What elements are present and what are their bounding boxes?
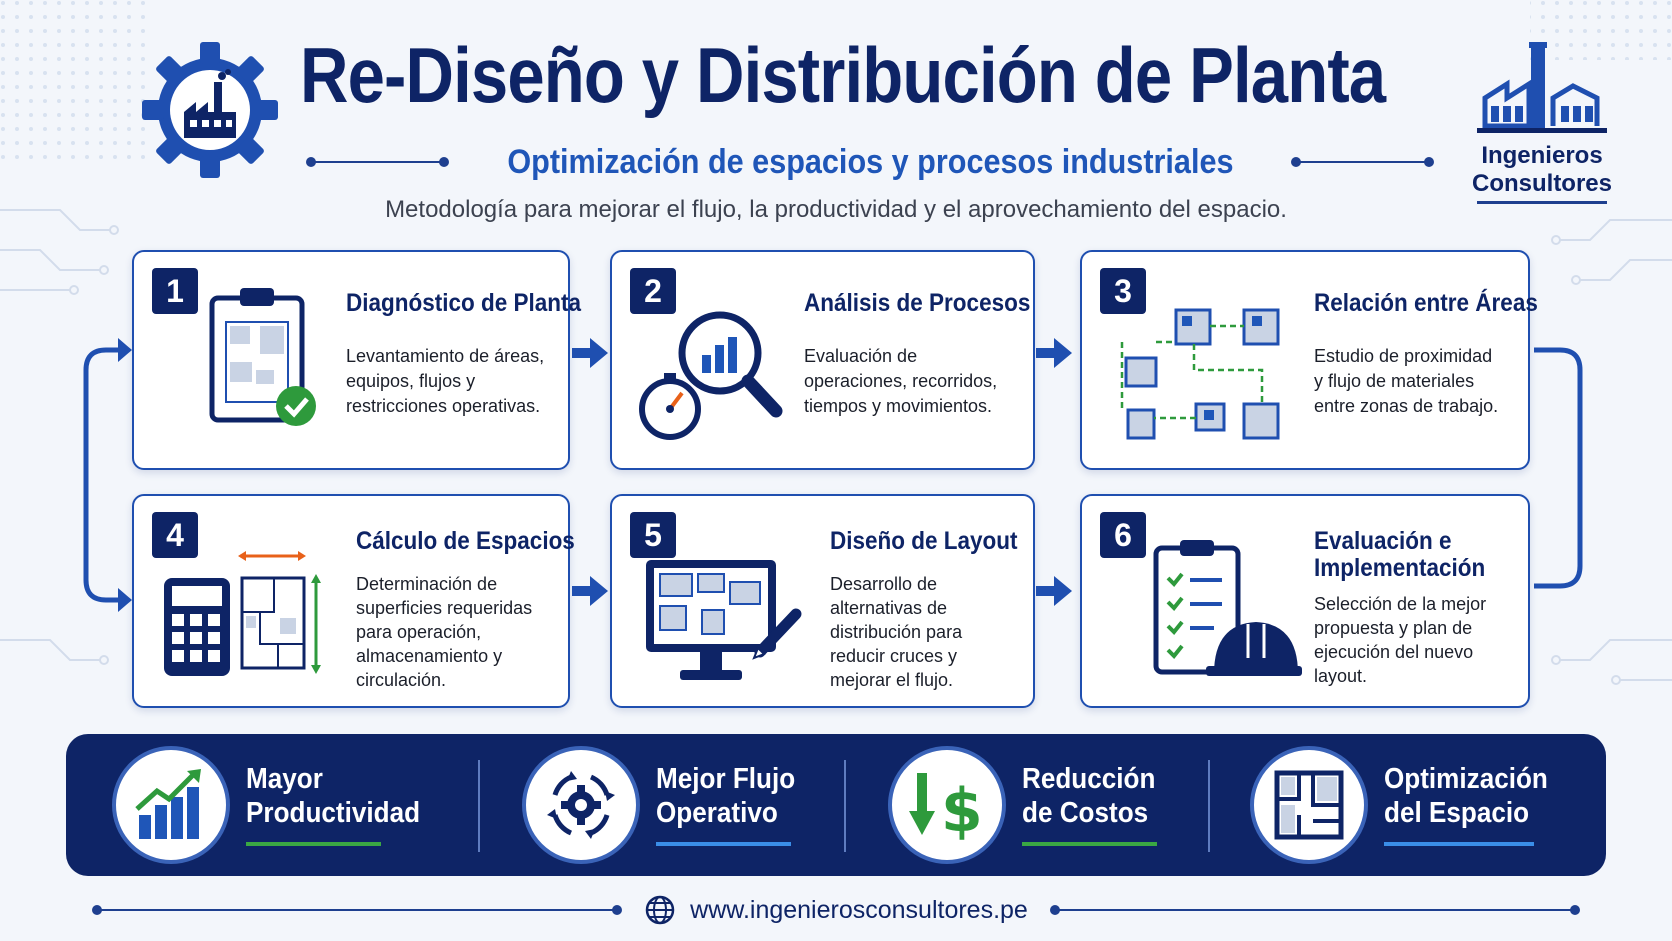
- step-number: 4: [152, 512, 198, 558]
- subtitle-line-left: [306, 157, 449, 167]
- benefit-label-line1: Mayor: [246, 763, 323, 795]
- footer-line-right: [1049, 905, 1581, 915]
- band-divider: [1208, 760, 1210, 852]
- benefit-costs: $ Reducción de Costos: [888, 734, 1208, 876]
- floor-plan-icon: [1274, 770, 1344, 840]
- area-relationship-icon: [1120, 308, 1280, 440]
- step-card-4: 4 Cálculo de Espacios Determinación de s…: [132, 494, 575, 708]
- step-title: Diagnóstico de Planta: [346, 289, 582, 317]
- subtitle-line-right: [1291, 157, 1434, 167]
- brand-name-line1: Ingenieros: [1481, 142, 1603, 169]
- step-card-6: 6 Evaluación e Implementación Selección …: [1080, 494, 1530, 708]
- growth-chart-icon: [135, 769, 201, 839]
- step-title: Cálculo de Espacios: [356, 527, 575, 555]
- band-divider: [478, 760, 480, 852]
- arrow-right-icon: [1036, 338, 1072, 368]
- step-card-5: 5 Diseño de Layout Desarrollo de alterna…: [610, 494, 1035, 708]
- band-divider: [844, 760, 846, 852]
- step-description: Estudio de proximidad y flujo de materia…: [1314, 346, 1499, 416]
- arrow-right-icon: [1036, 576, 1072, 606]
- benefit-label-line2: Productividad: [246, 797, 421, 829]
- benefit-icon-circle: [112, 746, 230, 864]
- step-description: Desarrollo de alternativas de distribuci…: [830, 574, 963, 690]
- loop-connector-left: [83, 338, 132, 612]
- step-number: 1: [152, 268, 198, 314]
- step-card-2: 2 Análisis de Procesos Evaluación de ope…: [610, 250, 1035, 470]
- page-title: Re-Diseño y Distribución de Planta: [300, 31, 1386, 119]
- benefit-label: Mayor Productividad: [246, 762, 420, 830]
- benefit-label-line2: del Espacio: [1384, 797, 1530, 829]
- step-description: Levantamiento de áreas, equipos, flujos …: [346, 346, 545, 416]
- step-description: Selección de la mejor propuesta y plan d…: [1314, 594, 1487, 686]
- step-number: 6: [1100, 512, 1146, 558]
- step-number: 5: [630, 512, 676, 558]
- svg-text:$: $: [941, 776, 983, 845]
- benefit-label-line2: de Costos: [1022, 797, 1149, 829]
- footer-website[interactable]: www.ingenierosconsultores.pe: [618, 894, 1054, 926]
- arrow-right-icon: [572, 338, 608, 368]
- step-description: Evaluación de operaciones, recorridos, t…: [804, 346, 998, 416]
- loop-connector-right: [1534, 347, 1583, 589]
- step-title: Relación entre Áreas: [1314, 289, 1538, 317]
- benefit-flow: Mejor Flujo Operativo: [522, 734, 842, 876]
- benefit-icon-circle: [522, 746, 640, 864]
- tagline: Metodología para mejorar el flujo, la pr…: [385, 196, 1287, 223]
- gear-cycle-icon: [547, 771, 615, 839]
- step-title: Evaluación e Implementación: [1314, 527, 1486, 582]
- step-description: Determinación de superficies requeridas …: [356, 574, 533, 690]
- benefit-label-line1: Optimización: [1384, 763, 1548, 795]
- benefit-icon-circle: $: [888, 746, 1006, 864]
- checklist-helmet-icon: [1153, 540, 1302, 676]
- cost-down-icon: $: [909, 773, 983, 845]
- benefit-productivity: Mayor Productividad: [112, 734, 432, 876]
- brand-logo: Ingenieros Consultores: [1462, 36, 1622, 216]
- benefit-label-line2: Operativo: [656, 797, 778, 829]
- benefit-label-line1: Mejor Flujo: [656, 763, 796, 795]
- benefit-underline: [1384, 842, 1534, 846]
- computer-layout-icon: [646, 560, 802, 680]
- benefit-label: Mejor Flujo Operativo: [656, 762, 795, 830]
- benefit-underline: [246, 842, 381, 846]
- factory-building-icon: [1477, 42, 1607, 133]
- globe-icon: [645, 895, 675, 925]
- clipboard-check-icon: [209, 288, 316, 426]
- benefit-icon-circle: [1250, 746, 1368, 864]
- magnifier-stopwatch-icon: [639, 311, 783, 440]
- step-number: 3: [1100, 268, 1146, 314]
- page-subtitle: Optimización de espacios y procesos indu…: [506, 142, 1234, 181]
- subtitle-row: Optimización de espacios y procesos indu…: [306, 140, 1434, 184]
- benefit-space: Optimización del Espacio: [1250, 734, 1590, 876]
- step-card-3: 3 Relación entre Áreas Estudio de proxim…: [1080, 250, 1538, 470]
- step-title: Diseño de Layout: [830, 527, 1018, 555]
- benefit-label: Optimización del Espacio: [1384, 762, 1548, 830]
- footer: www.ingenierosconsultores.pe: [91, 890, 1581, 930]
- benefit-label: Reducción de Costos: [1022, 762, 1155, 830]
- website-url[interactable]: www.ingenierosconsultores.pe: [690, 895, 1028, 924]
- benefit-label-line1: Reducción: [1022, 763, 1156, 795]
- step-number: 2: [630, 268, 676, 314]
- gear-factory-icon: [142, 42, 278, 178]
- step-title: Análisis de Procesos: [804, 289, 1031, 317]
- footer-line-left: [91, 905, 623, 915]
- benefit-underline: [656, 842, 791, 846]
- benefit-underline: [1022, 842, 1157, 846]
- calculator-plan-icon: [164, 551, 321, 676]
- step-card-1: 1 Diagnóstico de Planta Levantamiento de…: [132, 250, 581, 470]
- benefits-band: Mayor Productividad Mejor Flujo Op: [66, 734, 1606, 876]
- brand-underline: [1477, 201, 1607, 204]
- brand-name-line2: Consultores: [1471, 170, 1612, 197]
- arrow-right-icon: [572, 576, 608, 606]
